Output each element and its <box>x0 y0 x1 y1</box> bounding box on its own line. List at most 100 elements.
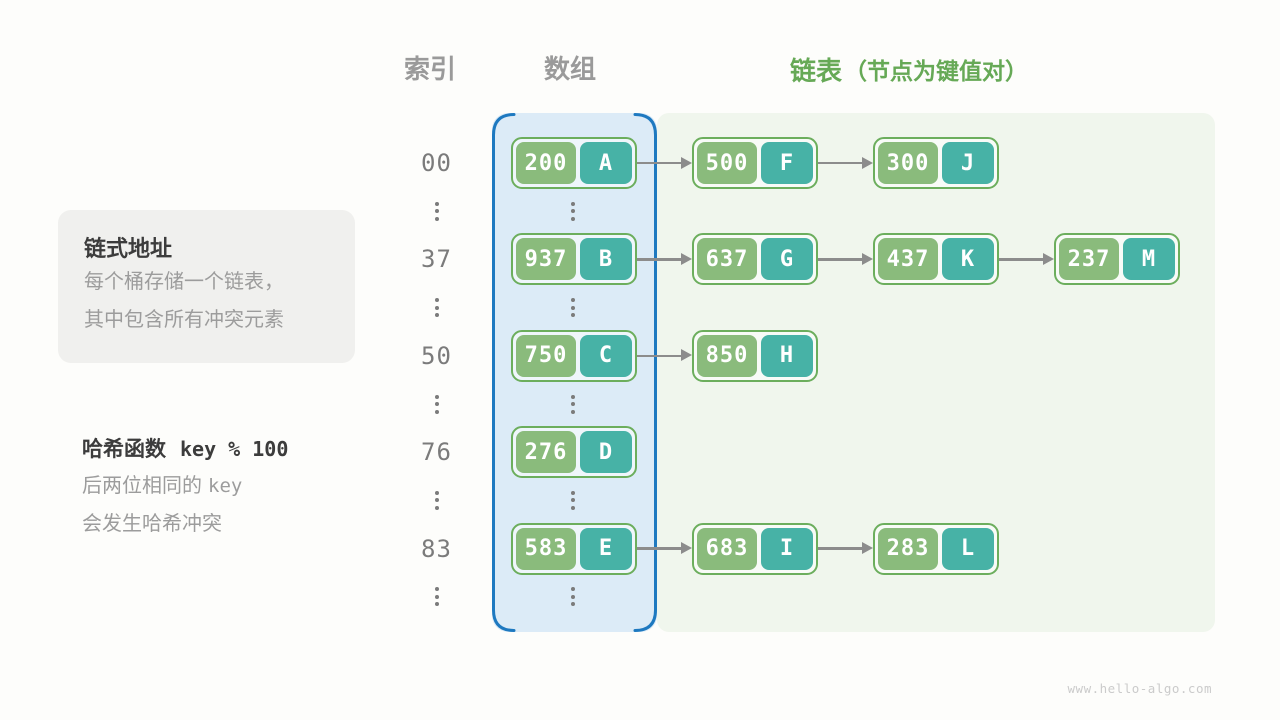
key-cell: 276 <box>516 431 576 474</box>
dot <box>435 298 439 303</box>
key-cell: 437 <box>878 238 938 281</box>
watermark: www.hello-algo.com <box>1067 681 1212 696</box>
arrow-head <box>681 252 692 265</box>
ellipsis-dots <box>571 298 575 318</box>
key-cell: 500 <box>697 142 757 184</box>
arrow-icon <box>637 136 692 190</box>
ellipsis-dots <box>435 587 439 607</box>
key-cell: 583 <box>516 527 576 570</box>
value-cell: I <box>761 527 813 570</box>
info-box-line-2: 其中包含所有冲突元素 <box>84 309 284 331</box>
dot <box>571 201 575 206</box>
key-cell: 200 <box>516 142 576 184</box>
header-array: 数组 <box>543 54 596 84</box>
hash-function-title-cn: 哈希函数 <box>82 438 166 461</box>
key-cell: 637 <box>697 238 757 281</box>
ellipsis-dots <box>435 201 439 221</box>
dot <box>435 305 439 310</box>
dot <box>435 602 439 607</box>
value-cell: E <box>580 527 632 570</box>
dot <box>571 490 575 495</box>
ellipsis-dots <box>571 587 575 607</box>
arrow-line <box>818 161 863 165</box>
arrow-line <box>818 547 863 550</box>
dot <box>571 394 575 399</box>
header-linked-list-label: 链表 <box>790 55 843 86</box>
dot <box>435 201 439 206</box>
arrow-line <box>999 258 1044 261</box>
dot <box>435 402 439 406</box>
arrow-line <box>637 161 682 165</box>
value-cell: B <box>580 238 632 281</box>
dot <box>435 594 439 599</box>
index-label: 00 <box>421 149 452 177</box>
header-linked-list-note: （节点为键值对） <box>844 58 1029 84</box>
dot <box>435 394 439 399</box>
dot <box>571 587 575 592</box>
dot <box>435 587 439 592</box>
arrow-head <box>862 156 873 169</box>
dot <box>435 216 439 221</box>
arrow-icon <box>818 232 873 286</box>
dot <box>571 402 575 406</box>
arrow-icon <box>637 232 692 286</box>
arrow-head <box>681 349 692 362</box>
value-cell: J <box>942 142 994 184</box>
index-label: 37 <box>421 245 452 274</box>
dot <box>571 209 575 214</box>
info-box-title: 链式地址 <box>84 236 173 261</box>
arrow-icon <box>637 329 692 383</box>
arrow-icon <box>818 136 873 190</box>
key-cell: 750 <box>516 334 576 377</box>
dot <box>571 409 575 414</box>
value-cell: D <box>580 431 632 474</box>
arrow-head <box>681 156 692 169</box>
arrow-icon <box>818 522 873 576</box>
dot <box>435 313 439 318</box>
arrow-line <box>637 354 682 358</box>
key-cell: 283 <box>878 527 938 570</box>
ellipsis-dots <box>435 298 439 318</box>
dot <box>435 209 439 214</box>
value-cell: G <box>761 238 813 281</box>
key-cell: 937 <box>516 238 576 281</box>
arrow-line <box>637 258 682 261</box>
dot <box>571 313 575 318</box>
arrow-head <box>681 542 692 555</box>
arrow-head <box>862 252 873 265</box>
ellipsis-dots <box>571 394 575 414</box>
value-cell: H <box>761 334 813 377</box>
ellipsis-dots <box>571 201 575 221</box>
hash-note-line-2-text: 后两位相同的 <box>82 475 202 497</box>
dot <box>571 505 575 510</box>
value-cell: F <box>761 142 813 184</box>
hash-function-title: 哈希函数 key % 100 <box>82 433 288 467</box>
info-box-line-1: 每个桶存储一个链表， <box>84 271 284 293</box>
dot <box>571 305 575 310</box>
arrow-line <box>818 258 863 261</box>
dot <box>571 602 575 607</box>
dot <box>435 498 439 503</box>
header-linked-list: 链表 （节点为键值对） <box>790 54 1029 86</box>
arrow-icon <box>637 522 692 576</box>
value-cell: C <box>580 334 632 377</box>
hash-function-expression: key % 100 <box>180 437 289 461</box>
arrow-line <box>637 547 682 550</box>
dot <box>435 490 439 495</box>
ellipsis-dots <box>435 394 439 414</box>
